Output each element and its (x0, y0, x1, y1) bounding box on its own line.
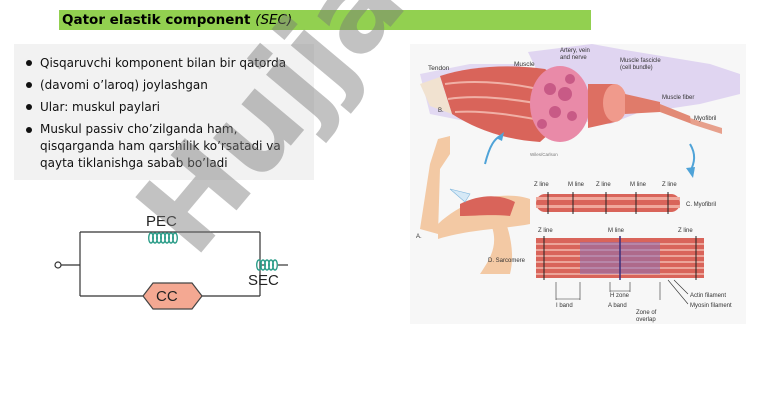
label-actin: Actin filament (690, 293, 726, 299)
label-mline: M line (568, 182, 585, 188)
myofibril-illustration: Z line M line Z line M line Z line C. My… (534, 182, 716, 214)
bullet-continuation: (davomi o’laroq) joylashgan (22, 74, 304, 96)
label-fascicle-2: (cell bundle) (620, 65, 653, 71)
title-emph: (SEC) (255, 12, 293, 28)
bullet-text: (davomi o’laroq) joylashgan (40, 78, 208, 92)
bullet-item: Muskul passiv cho’zilganda ham, qisqarga… (22, 121, 304, 172)
cc-element (142, 282, 203, 310)
label-fiber: Muscle fiber (662, 95, 694, 101)
pec-spring (147, 232, 178, 244)
slide-title: Qator elastik component (SEC) (59, 10, 591, 30)
pec-label: PEC (146, 213, 177, 230)
credit: Wiles/Carlson (530, 152, 558, 157)
label-tendon: Tendon (428, 65, 450, 72)
sarcomere-illustration: Z line M line Z line D. Sarcomere H zone… (488, 228, 732, 323)
label-muscle: Muscle (514, 61, 535, 68)
label-zline: Z line (678, 228, 693, 234)
label-aband: A band (608, 303, 627, 309)
sec-spring (255, 259, 278, 271)
label-overlap-2: overlap (636, 317, 656, 323)
title-main: Qator elastik component (62, 12, 251, 28)
label-mline: M line (630, 182, 647, 188)
label-c-myofibril: C. Myofibril (686, 202, 716, 208)
label-artery: Artery, vein (560, 48, 590, 54)
label-overlap-1: Zone of (636, 310, 657, 316)
label-hzone: H zone (610, 293, 630, 299)
terminal-left (54, 261, 62, 269)
sec-label: SEC (248, 272, 279, 289)
label-myosin: Myosin filament (690, 303, 732, 309)
hill-muscle-model: PEC SEC CC (54, 213, 288, 310)
bullet-item: Qisqaruvchi komponent bilan bir qatorda (22, 52, 304, 74)
label-fascicle: Muscle fascicle (620, 58, 661, 64)
muscle-anatomy-figure: Tendon Muscle Artery, vein and nerve Mus… (410, 44, 746, 324)
bullet-item: Ular: muskul paylari (22, 96, 304, 118)
label-iband: I band (556, 303, 573, 309)
label-a: A. (416, 234, 422, 240)
muscle-illustration (420, 66, 722, 142)
label-artery-2: and nerve (560, 55, 587, 61)
label-myofibril: Myofibril (694, 116, 716, 122)
cc-label: CC (156, 288, 178, 305)
label-zline: Z line (662, 182, 677, 188)
arm-illustration (420, 136, 530, 274)
label-zline: Z line (538, 228, 553, 234)
label-zline: Z line (596, 182, 611, 188)
label-zline: Z line (534, 182, 549, 188)
label-d-sarcomere: D. Sarcomere (488, 258, 526, 264)
label-b: B. (438, 108, 444, 114)
label-mline: M line (608, 228, 625, 234)
bullet-panel: Qisqaruvchi komponent bilan bir qatorda … (14, 44, 314, 180)
